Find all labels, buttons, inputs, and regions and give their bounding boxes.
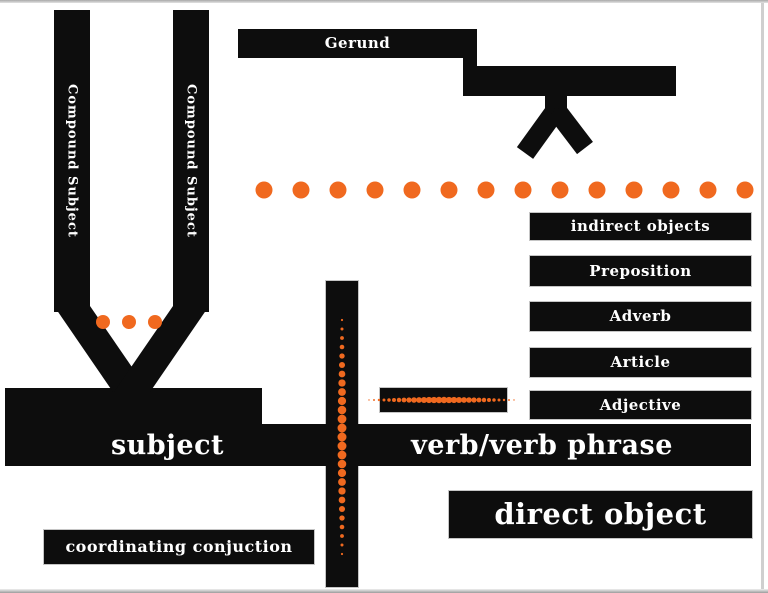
- compound-subject-bar-right: Compound Subject: [173, 10, 209, 312]
- top-frame-edge: [0, 0, 768, 3]
- coordinating-conjunction-bar: coordinating conjuction: [44, 530, 314, 564]
- article-label: Article: [610, 353, 671, 371]
- direct-object-bar: direct object: [449, 491, 752, 538]
- compound-subject-label-right: Compound Subject: [183, 84, 199, 238]
- gerund-fork-right-leg: [548, 103, 593, 155]
- gerund-label: Gerund: [324, 34, 391, 52]
- verb-phrase-label: verb/verb phrase: [411, 429, 673, 461]
- indirect-objects-label: indirect objects: [570, 217, 711, 235]
- article-bar: Article: [530, 348, 751, 377]
- adverb-bar: Adverb: [530, 302, 751, 331]
- adjective-bar: Adjective: [530, 391, 751, 419]
- mid-dotted-row: [255, 181, 754, 199]
- gerund-fork-left-leg: [516, 104, 565, 159]
- indirect-objects-bar: indirect objects: [530, 213, 751, 240]
- main-baseline-bar: [5, 424, 751, 466]
- adverb-label: Adverb: [609, 307, 672, 325]
- preposition-label: Preposition: [589, 261, 692, 280]
- compound-subject-bar-left: Compound Subject: [54, 10, 90, 312]
- compound-gap-dots: [96, 315, 162, 329]
- gerund-lower-bar: [463, 66, 676, 96]
- preposition-bar: Preposition: [530, 256, 751, 286]
- adjective-label: Adjective: [599, 395, 682, 414]
- subject-label: subject: [110, 429, 225, 461]
- direct-object-label: direct object: [494, 497, 707, 531]
- subject-platform-bar: [5, 388, 262, 424]
- coordinating-conjunction-label: coordinating conjuction: [65, 537, 293, 556]
- small-dotted-bar: [380, 388, 507, 412]
- gerund-fork-stem: [545, 94, 567, 121]
- compound-subject-label-left: Compound Subject: [64, 84, 80, 238]
- gerund-bar: Gerund: [238, 29, 477, 58]
- bottom-frame-edge: [0, 589, 768, 593]
- compound-v-left-leg: [54, 306, 149, 392]
- compound-v-right-leg: [114, 306, 209, 392]
- right-frame-edge: [761, 3, 764, 589]
